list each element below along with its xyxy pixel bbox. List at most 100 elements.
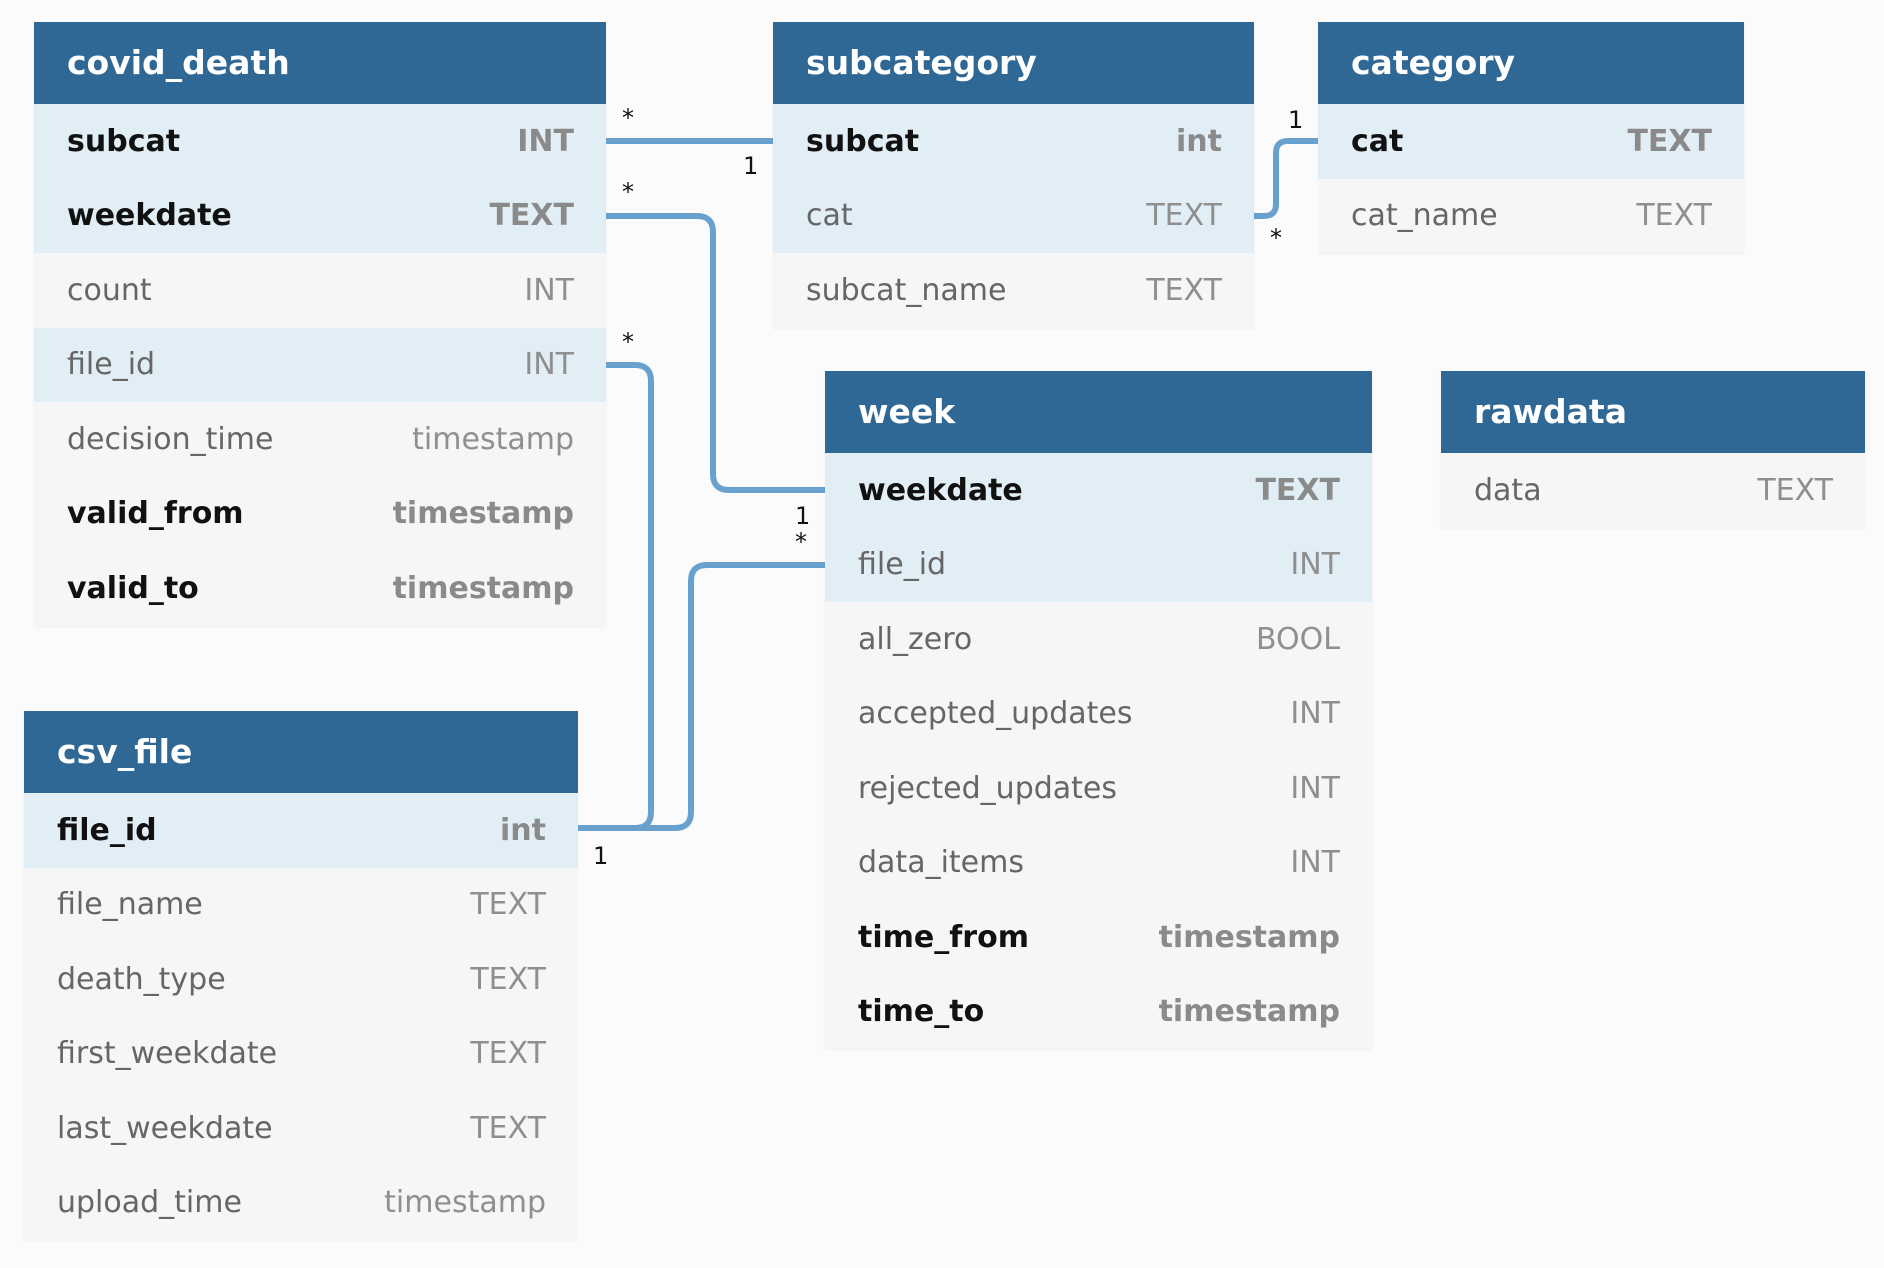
field-type: TEXT bbox=[1146, 198, 1222, 234]
field-name: count bbox=[67, 272, 152, 308]
field-type: TEXT bbox=[470, 1110, 546, 1146]
cardinality-one: 1 bbox=[593, 842, 609, 870]
field-name: all_zero bbox=[858, 621, 973, 657]
table-field-row[interactable]: weekdate TEXT bbox=[34, 178, 606, 253]
field-name: death_type bbox=[57, 961, 226, 997]
table-field-row[interactable]: all_zero BOOL bbox=[825, 602, 1372, 677]
table-field-row[interactable]: accepted_updates INT bbox=[825, 677, 1372, 752]
table-field-row[interactable]: death_type TEXT bbox=[24, 942, 578, 1017]
field-name: file_id bbox=[67, 347, 156, 383]
table-field-row[interactable]: subcat_name TEXT bbox=[773, 253, 1254, 328]
table-title[interactable]: rawdata bbox=[1441, 371, 1865, 453]
field-name: time_from bbox=[858, 919, 1029, 955]
table-title[interactable]: week bbox=[825, 371, 1372, 453]
field-type: TEXT bbox=[470, 961, 546, 997]
field-name: accepted_updates bbox=[858, 696, 1133, 732]
table-week[interactable]: week weekdate TEXT file_id INT all_zero … bbox=[825, 371, 1372, 1049]
cardinality-many: * bbox=[1270, 224, 1282, 252]
table-field-row[interactable]: rejected_updates INT bbox=[825, 751, 1372, 826]
field-name: valid_from bbox=[67, 496, 244, 532]
cardinality-many: * bbox=[622, 178, 634, 206]
table-field-row[interactable]: weekdate TEXT bbox=[825, 453, 1372, 528]
field-type: TEXT bbox=[470, 1036, 546, 1072]
field-type: TEXT bbox=[1757, 472, 1833, 508]
field-type: INT bbox=[1290, 845, 1340, 881]
table-field-row[interactable]: file_name TEXT bbox=[24, 868, 578, 943]
field-type: INT bbox=[524, 347, 574, 383]
cardinality-one: 1 bbox=[795, 502, 811, 530]
rel-line-cat[interactable] bbox=[1251, 138, 1321, 219]
table-field-row[interactable]: subcat INT bbox=[34, 104, 606, 179]
table-field-row[interactable]: first_weekdate TEXT bbox=[24, 1017, 578, 1092]
field-name: data bbox=[1474, 472, 1542, 508]
field-type: INT bbox=[1290, 770, 1340, 806]
field-name: file_name bbox=[57, 887, 203, 923]
field-type: timestamp bbox=[1158, 994, 1340, 1030]
cardinality-one: 1 bbox=[1288, 106, 1304, 134]
table-field-row[interactable]: cat_name TEXT bbox=[1318, 179, 1744, 254]
field-type: BOOL bbox=[1256, 621, 1340, 657]
table-rawdata[interactable]: rawdata data TEXT bbox=[1441, 371, 1865, 528]
table-title[interactable]: csv_file bbox=[24, 711, 578, 793]
table-field-row[interactable]: time_to timestamp bbox=[825, 975, 1372, 1050]
table-field-row[interactable]: valid_to timestamp bbox=[34, 551, 606, 626]
field-type: timestamp bbox=[392, 496, 574, 532]
table-csv-file[interactable]: csv_file file_id int file_name TEXT deat… bbox=[24, 711, 578, 1240]
field-name: file_id bbox=[57, 812, 157, 848]
field-type: INT bbox=[1290, 547, 1340, 583]
field-name: file_id bbox=[858, 547, 947, 583]
table-field-row[interactable]: file_id int bbox=[24, 793, 578, 868]
field-name: weekdate bbox=[858, 472, 1023, 508]
table-field-row[interactable]: cat TEXT bbox=[1318, 104, 1744, 179]
field-type: int bbox=[500, 812, 546, 848]
field-name: cat_name bbox=[1351, 198, 1498, 234]
field-type: TEXT bbox=[1636, 198, 1712, 234]
field-name: weekdate bbox=[67, 198, 232, 234]
field-name: subcat bbox=[67, 123, 181, 159]
table-title[interactable]: covid_death bbox=[34, 22, 606, 104]
cardinality-many: * bbox=[795, 528, 807, 556]
table-field-row[interactable]: cat TEXT bbox=[773, 178, 1254, 253]
field-name: cat bbox=[806, 198, 853, 234]
field-type: TEXT bbox=[470, 887, 546, 923]
field-type: timestamp bbox=[412, 421, 574, 457]
field-type: TEXT bbox=[1146, 272, 1222, 308]
table-field-row[interactable]: count INT bbox=[34, 253, 606, 328]
table-field-row[interactable]: upload_time timestamp bbox=[24, 1166, 578, 1241]
table-field-row[interactable]: time_from timestamp bbox=[825, 900, 1372, 975]
table-field-row[interactable]: file_id INT bbox=[825, 527, 1372, 602]
table-field-row[interactable]: file_id INT bbox=[34, 327, 606, 402]
field-type: TEXT bbox=[489, 198, 574, 234]
table-field-row[interactable]: data TEXT bbox=[1441, 453, 1865, 528]
field-type: INT bbox=[524, 272, 574, 308]
field-name: cat bbox=[1351, 123, 1404, 159]
field-name: decision_time bbox=[67, 421, 274, 457]
table-field-row[interactable]: last_weekdate TEXT bbox=[24, 1091, 578, 1166]
field-type: TEXT bbox=[1255, 472, 1340, 508]
field-type: timestamp bbox=[1158, 919, 1340, 955]
table-title[interactable]: category bbox=[1318, 22, 1744, 104]
field-type: INT bbox=[517, 123, 574, 159]
field-name: time_to bbox=[858, 994, 985, 1030]
rel-line-file-id-week[interactable] bbox=[575, 562, 828, 831]
field-type: int bbox=[1176, 123, 1222, 159]
cardinality-many: * bbox=[622, 328, 634, 356]
field-name: subcat_name bbox=[806, 272, 1007, 308]
table-subcategory[interactable]: subcategory subcat int cat TEXT subcat_n… bbox=[773, 22, 1254, 328]
table-field-row[interactable]: decision_time timestamp bbox=[34, 402, 606, 477]
field-name: data_items bbox=[858, 845, 1024, 881]
field-name: subcat bbox=[806, 123, 920, 159]
field-name: last_weekdate bbox=[57, 1110, 273, 1146]
table-title[interactable]: subcategory bbox=[773, 22, 1254, 104]
table-field-row[interactable]: valid_from timestamp bbox=[34, 477, 606, 552]
field-name: first_weekdate bbox=[57, 1036, 278, 1072]
table-field-row[interactable]: data_items INT bbox=[825, 826, 1372, 901]
field-name: valid_to bbox=[67, 570, 199, 606]
table-field-row[interactable]: subcat int bbox=[773, 104, 1254, 179]
field-type: timestamp bbox=[392, 570, 574, 606]
table-category[interactable]: category cat TEXT cat_name TEXT bbox=[1318, 22, 1744, 253]
cardinality-one: 1 bbox=[743, 152, 759, 180]
field-type: timestamp bbox=[384, 1185, 546, 1221]
field-name: rejected_updates bbox=[858, 770, 1118, 806]
table-covid-death[interactable]: covid_death subcat INT weekdate TEXT cou… bbox=[34, 22, 606, 626]
